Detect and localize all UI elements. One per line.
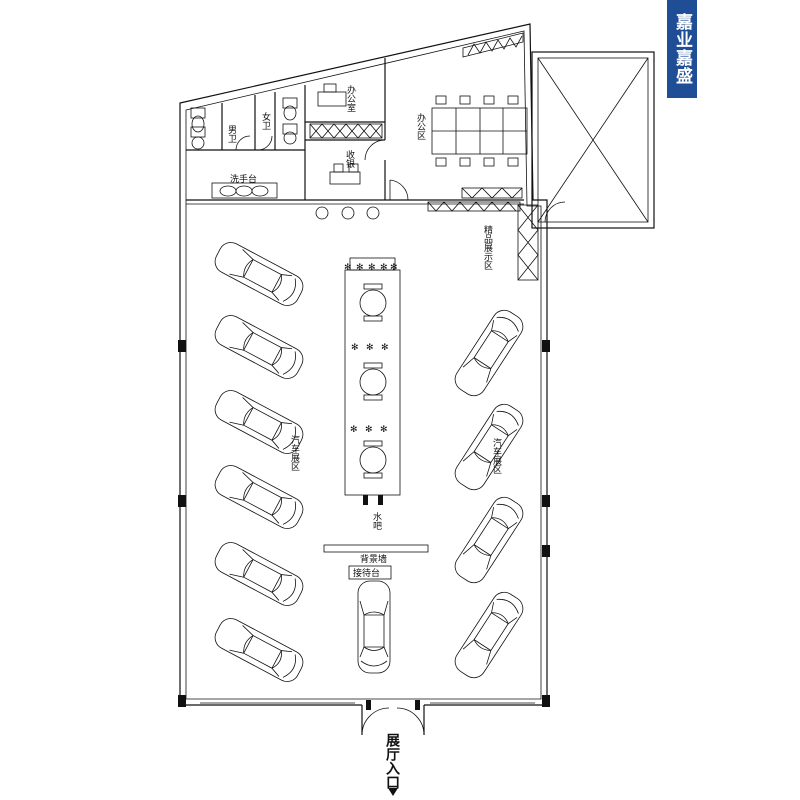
svg-text:✻: ✻ <box>344 263 352 273</box>
cashier-label: 收银 <box>344 149 355 169</box>
svg-text:✻: ✻ <box>356 263 364 273</box>
mens-restroom-label: 男卫 <box>226 125 237 143</box>
svg-text:✻: ✻ <box>351 343 359 353</box>
toilet-icon <box>190 97 298 151</box>
negotiation-area: ✻✻ ✻✻ ✻ ✻✻ ✻ ✻✻ ✻ <box>344 257 401 505</box>
plant-icon: ✻✻ ✻✻ ✻ ✻✻ ✻ ✻✻ ✻ <box>344 263 398 435</box>
wash-basin-label: 洗手台 <box>230 173 257 185</box>
building-outline <box>178 23 550 736</box>
car-display-area-left-label: 汽车展区 <box>289 434 300 471</box>
top-rooms <box>186 32 539 281</box>
svg-text:✻: ✻ <box>368 263 376 273</box>
brand-badge: 嘉业嘉盛 <box>667 0 697 98</box>
svg-text:✻: ✻ <box>390 263 398 273</box>
womens-restroom-label: 女卫 <box>260 111 271 130</box>
wash-basin <box>211 182 278 199</box>
office-area-label: 办公区 <box>415 112 426 140</box>
car-display-area-right-label: 汽车展区 <box>491 437 502 474</box>
backdrop-wall-label: 背景墙 <box>360 553 387 565</box>
chair-icon <box>435 95 519 167</box>
svg-text:✻: ✻ <box>380 425 388 435</box>
svg-text:✻: ✻ <box>366 343 374 353</box>
svg-text:✻: ✻ <box>380 263 388 273</box>
svg-text:✻: ✻ <box>350 425 358 435</box>
car-topview-icon <box>210 237 528 687</box>
svg-text:✻: ✻ <box>381 343 389 353</box>
reception <box>323 544 429 580</box>
round-table-icon <box>359 283 387 479</box>
office-room-label: 办公室 <box>345 84 356 112</box>
stairwell <box>531 51 655 229</box>
office-furniture <box>317 83 528 185</box>
boutique-display-label: 精品展示区 <box>482 224 493 270</box>
entrance-label: 展厅入口 <box>384 733 400 789</box>
arrow-down-icon <box>388 788 398 796</box>
plan-labels: 男卫 女卫 洗手台 办公室 收银 办公区 精品展示区 汽车展区 汽车展区 水吧 … <box>226 84 502 579</box>
water-bar-label: 水吧 <box>371 511 382 530</box>
reception-desk-label: 接待台 <box>353 567 380 579</box>
bar-stools <box>315 206 380 220</box>
svg-text:✻: ✻ <box>365 425 373 435</box>
